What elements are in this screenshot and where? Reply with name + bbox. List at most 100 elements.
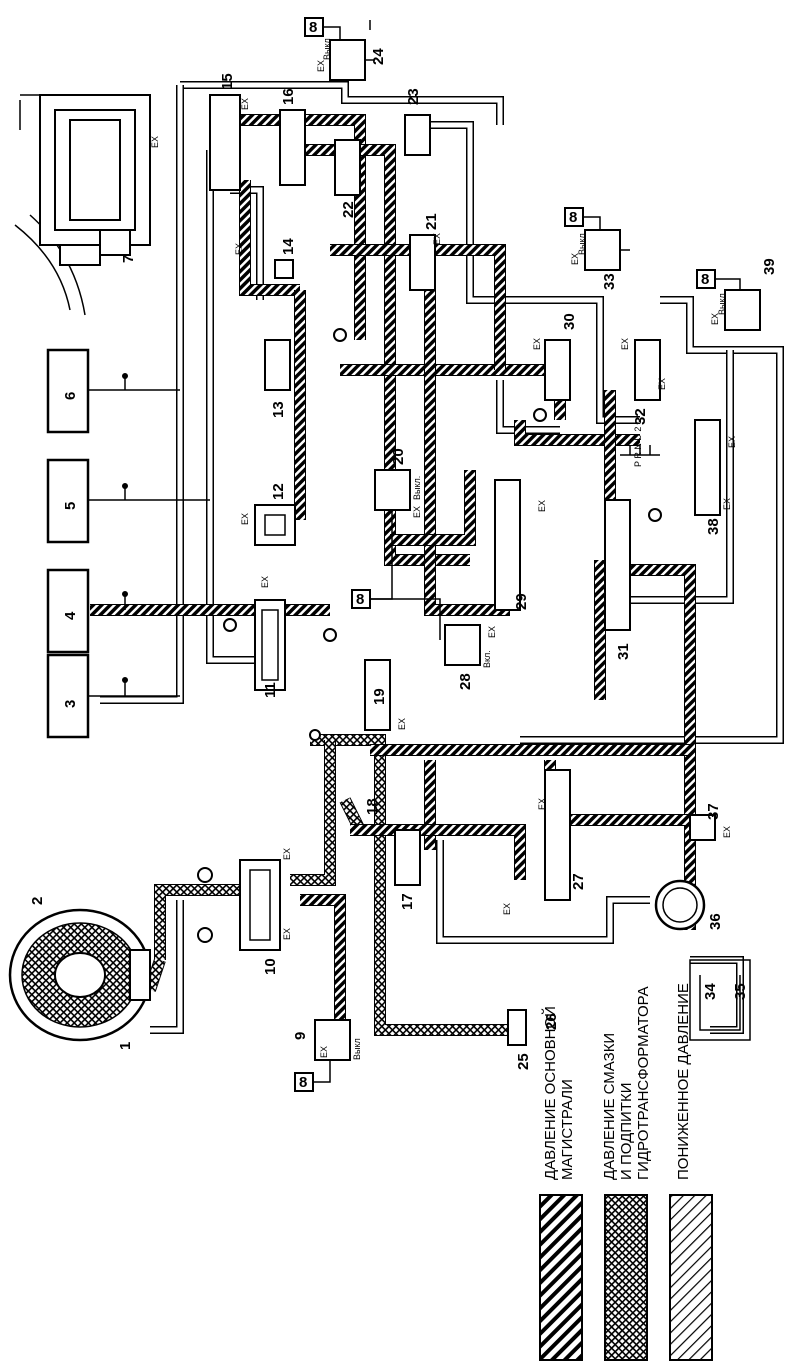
- label-27: 27: [570, 873, 587, 890]
- exhaust-labels: EX Выкл EX Выкл EX Выкл EX Выкл. EX Вкл.…: [150, 38, 737, 1060]
- svg-text:EX: EX: [532, 338, 542, 350]
- valve-32: [634, 339, 661, 401]
- label-7: 7: [120, 255, 137, 263]
- label-18: 18: [364, 798, 381, 815]
- svg-text:EX: EX: [570, 253, 580, 265]
- valve-30: [544, 339, 571, 401]
- svg-text:EX: EX: [240, 98, 250, 110]
- legend-main-line-2: МАГИСТРАЛИ: [559, 1079, 576, 1180]
- clutch-box-3: [46, 653, 90, 739]
- label-14: 14: [280, 238, 297, 255]
- label-19: 19: [371, 688, 388, 705]
- oil-pan: [689, 959, 751, 1041]
- label-34: 34: [702, 983, 719, 1000]
- legend-main-line-1: ДАВЛЕНИЕ ОСНОВНОЙ: [541, 1006, 559, 1180]
- valve-14: [274, 259, 294, 279]
- svg-text:EX: EX: [487, 626, 497, 638]
- label-16: 16: [280, 88, 297, 105]
- valve-16: [279, 109, 306, 186]
- svg-text:Выкл.: Выкл.: [412, 476, 422, 500]
- label-37: 37: [705, 803, 722, 820]
- label-20: 20: [390, 448, 407, 465]
- legend: ДАВЛЕНИЕ ОСНОВНОЙ МАГИСТРАЛИ ДАВЛЕНИЕ СМ…: [539, 983, 713, 1361]
- legend-lube-line-3: ГИДРОТРАНСФОРМАТОРА: [635, 986, 652, 1180]
- valve-10: [239, 859, 281, 951]
- svg-text:EX: EX: [722, 498, 732, 510]
- legend-swatch-low: [669, 1194, 713, 1361]
- label-23: 23: [405, 88, 422, 105]
- label-35: 35: [732, 983, 749, 1000]
- oil-pump: [654, 879, 706, 931]
- label-3: 3: [62, 700, 79, 708]
- shift-selector: P R N D 2 L: [620, 419, 660, 467]
- label-26: 26: [543, 1013, 560, 1030]
- label-10: 10: [262, 958, 279, 975]
- label-9: 9: [292, 1032, 309, 1040]
- svg-text:8: 8: [569, 209, 577, 226]
- svg-text:8: 8: [309, 19, 317, 36]
- svg-text:Выкл: Выкл: [352, 1038, 362, 1060]
- valve-11: [254, 599, 286, 691]
- valve-27: [544, 769, 571, 901]
- label-21: 21: [423, 213, 440, 230]
- label-29: 29: [513, 593, 530, 610]
- solenoid-28: [444, 624, 481, 666]
- label-28: 28: [457, 673, 474, 690]
- valve-37: [689, 814, 716, 841]
- label-33: 33: [601, 273, 618, 290]
- label-22: 22: [340, 201, 357, 218]
- solenoids: 8 8 8 8 8: [294, 17, 761, 1092]
- svg-text:Выкл: Выкл: [577, 233, 587, 255]
- label-1: 1: [117, 1042, 134, 1050]
- label-6: 6: [62, 392, 79, 400]
- svg-text:EX: EX: [150, 136, 160, 148]
- svg-text:EX: EX: [260, 576, 270, 588]
- label-17: 17: [399, 893, 416, 910]
- clutch-boxes: [46, 348, 210, 739]
- legend-swatch-lube: [604, 1194, 648, 1361]
- label-11: 11: [262, 682, 279, 698]
- svg-text:EX: EX: [316, 60, 326, 72]
- label-12: 12: [270, 483, 287, 500]
- svg-text:EX: EX: [282, 928, 292, 940]
- label-38: 38: [705, 518, 722, 535]
- label-24: 24: [370, 48, 387, 65]
- svg-text:EX: EX: [432, 233, 442, 245]
- svg-text:8: 8: [299, 1074, 307, 1091]
- label-30: 30: [561, 313, 578, 330]
- label-15: 15: [219, 73, 236, 90]
- label-36: 36: [707, 913, 724, 930]
- valve-17: [394, 829, 421, 886]
- svg-text:EX: EX: [502, 903, 512, 915]
- valve-22: [334, 139, 361, 196]
- svg-text:EX: EX: [319, 1046, 329, 1058]
- svg-text:EX: EX: [240, 513, 250, 525]
- svg-text:Выкл: Выкл: [322, 38, 332, 60]
- svg-text:EX: EX: [710, 313, 720, 325]
- valve-12: [254, 504, 296, 546]
- cooler: [507, 1009, 527, 1046]
- valve-38: [694, 419, 721, 516]
- label-31: 31: [615, 643, 632, 660]
- svg-text:Выкл: Выкл: [717, 293, 727, 315]
- legend-lube-line-2: И ПОДПИТКИ: [618, 1083, 635, 1180]
- svg-text:EX: EX: [397, 718, 407, 730]
- solenoid-33: [584, 229, 621, 271]
- solenoid-9: [314, 1019, 351, 1061]
- legend-low-line-1: ПОНИЖЕННОЕ ДАВЛЕНИЕ: [675, 983, 692, 1180]
- label-4: 4: [62, 611, 79, 620]
- lube-pressure-lines: [144, 734, 510, 1036]
- governor-assembly: [14, 94, 151, 316]
- valve-31: [604, 499, 631, 631]
- valves: [197, 94, 721, 951]
- legend-lube-line-1: ДАВЛЕНИЕ СМАЗКИ: [601, 1033, 618, 1180]
- svg-text:EX: EX: [727, 436, 737, 448]
- svg-text:EX: EX: [657, 378, 667, 390]
- svg-text:EX: EX: [537, 500, 547, 512]
- clutch-box-5: [46, 458, 90, 544]
- component-numbers: 1 2 3 4 5 6 7 9 10 11 12 13 14 15 16 17 …: [29, 48, 778, 1070]
- svg-text:EX: EX: [234, 243, 244, 255]
- svg-text:EX: EX: [620, 338, 630, 350]
- svg-text:8: 8: [356, 591, 364, 608]
- solenoid-20: [374, 469, 411, 511]
